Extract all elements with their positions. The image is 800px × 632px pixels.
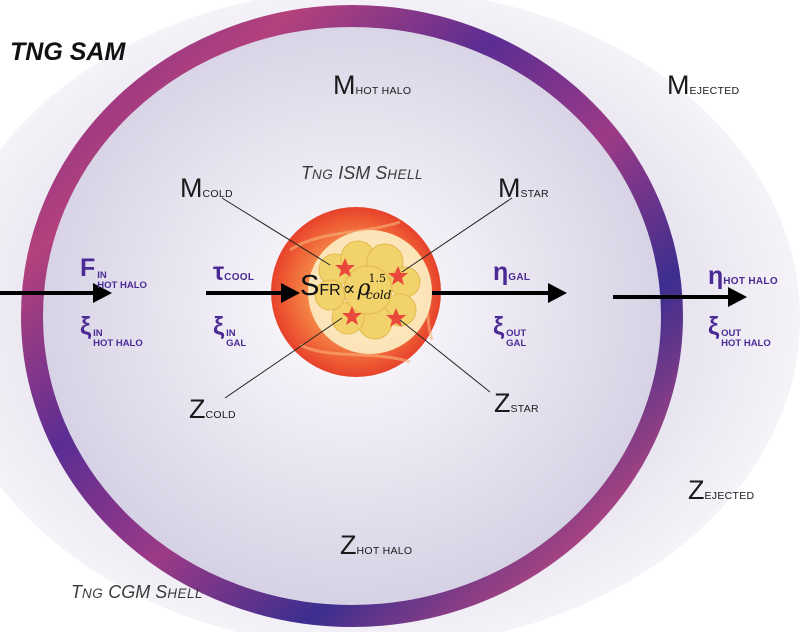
- eta-hot-halo-label: ηHOT HALO: [708, 262, 778, 290]
- z-cold-label: ZCOLD: [189, 394, 236, 424]
- leader-lines: [221, 197, 513, 399]
- ism-shell-label: TNG ISM SHELL: [301, 163, 424, 183]
- cold-gas-cloud: [314, 240, 421, 340]
- m-hot-halo-label: MHOT HALO: [333, 70, 412, 100]
- m-star-label: MSTAR: [498, 173, 549, 203]
- eta-gal-label: ηGAL: [493, 258, 531, 286]
- flow-arrows: [0, 283, 747, 307]
- sfr-equation: SFR∝ρ1.5cold: [300, 270, 392, 302]
- z-star-label: ZSTAR: [494, 388, 539, 418]
- z-hot-halo-label: ZHOT HALO: [340, 530, 413, 560]
- tau-cool-label: τCOOL: [213, 258, 255, 286]
- diagram-title: TNG SAM: [10, 38, 126, 66]
- m-cold-label: MCOLD: [180, 173, 233, 203]
- cgm-shell-ring: [21, 5, 683, 627]
- star-particles: [335, 258, 408, 327]
- cgm-shell-label: TNG CGM SHELL: [71, 582, 204, 602]
- z-ejected-label: ZEJECTED: [688, 475, 755, 505]
- m-ejected-label: MEJECTED: [667, 70, 740, 100]
